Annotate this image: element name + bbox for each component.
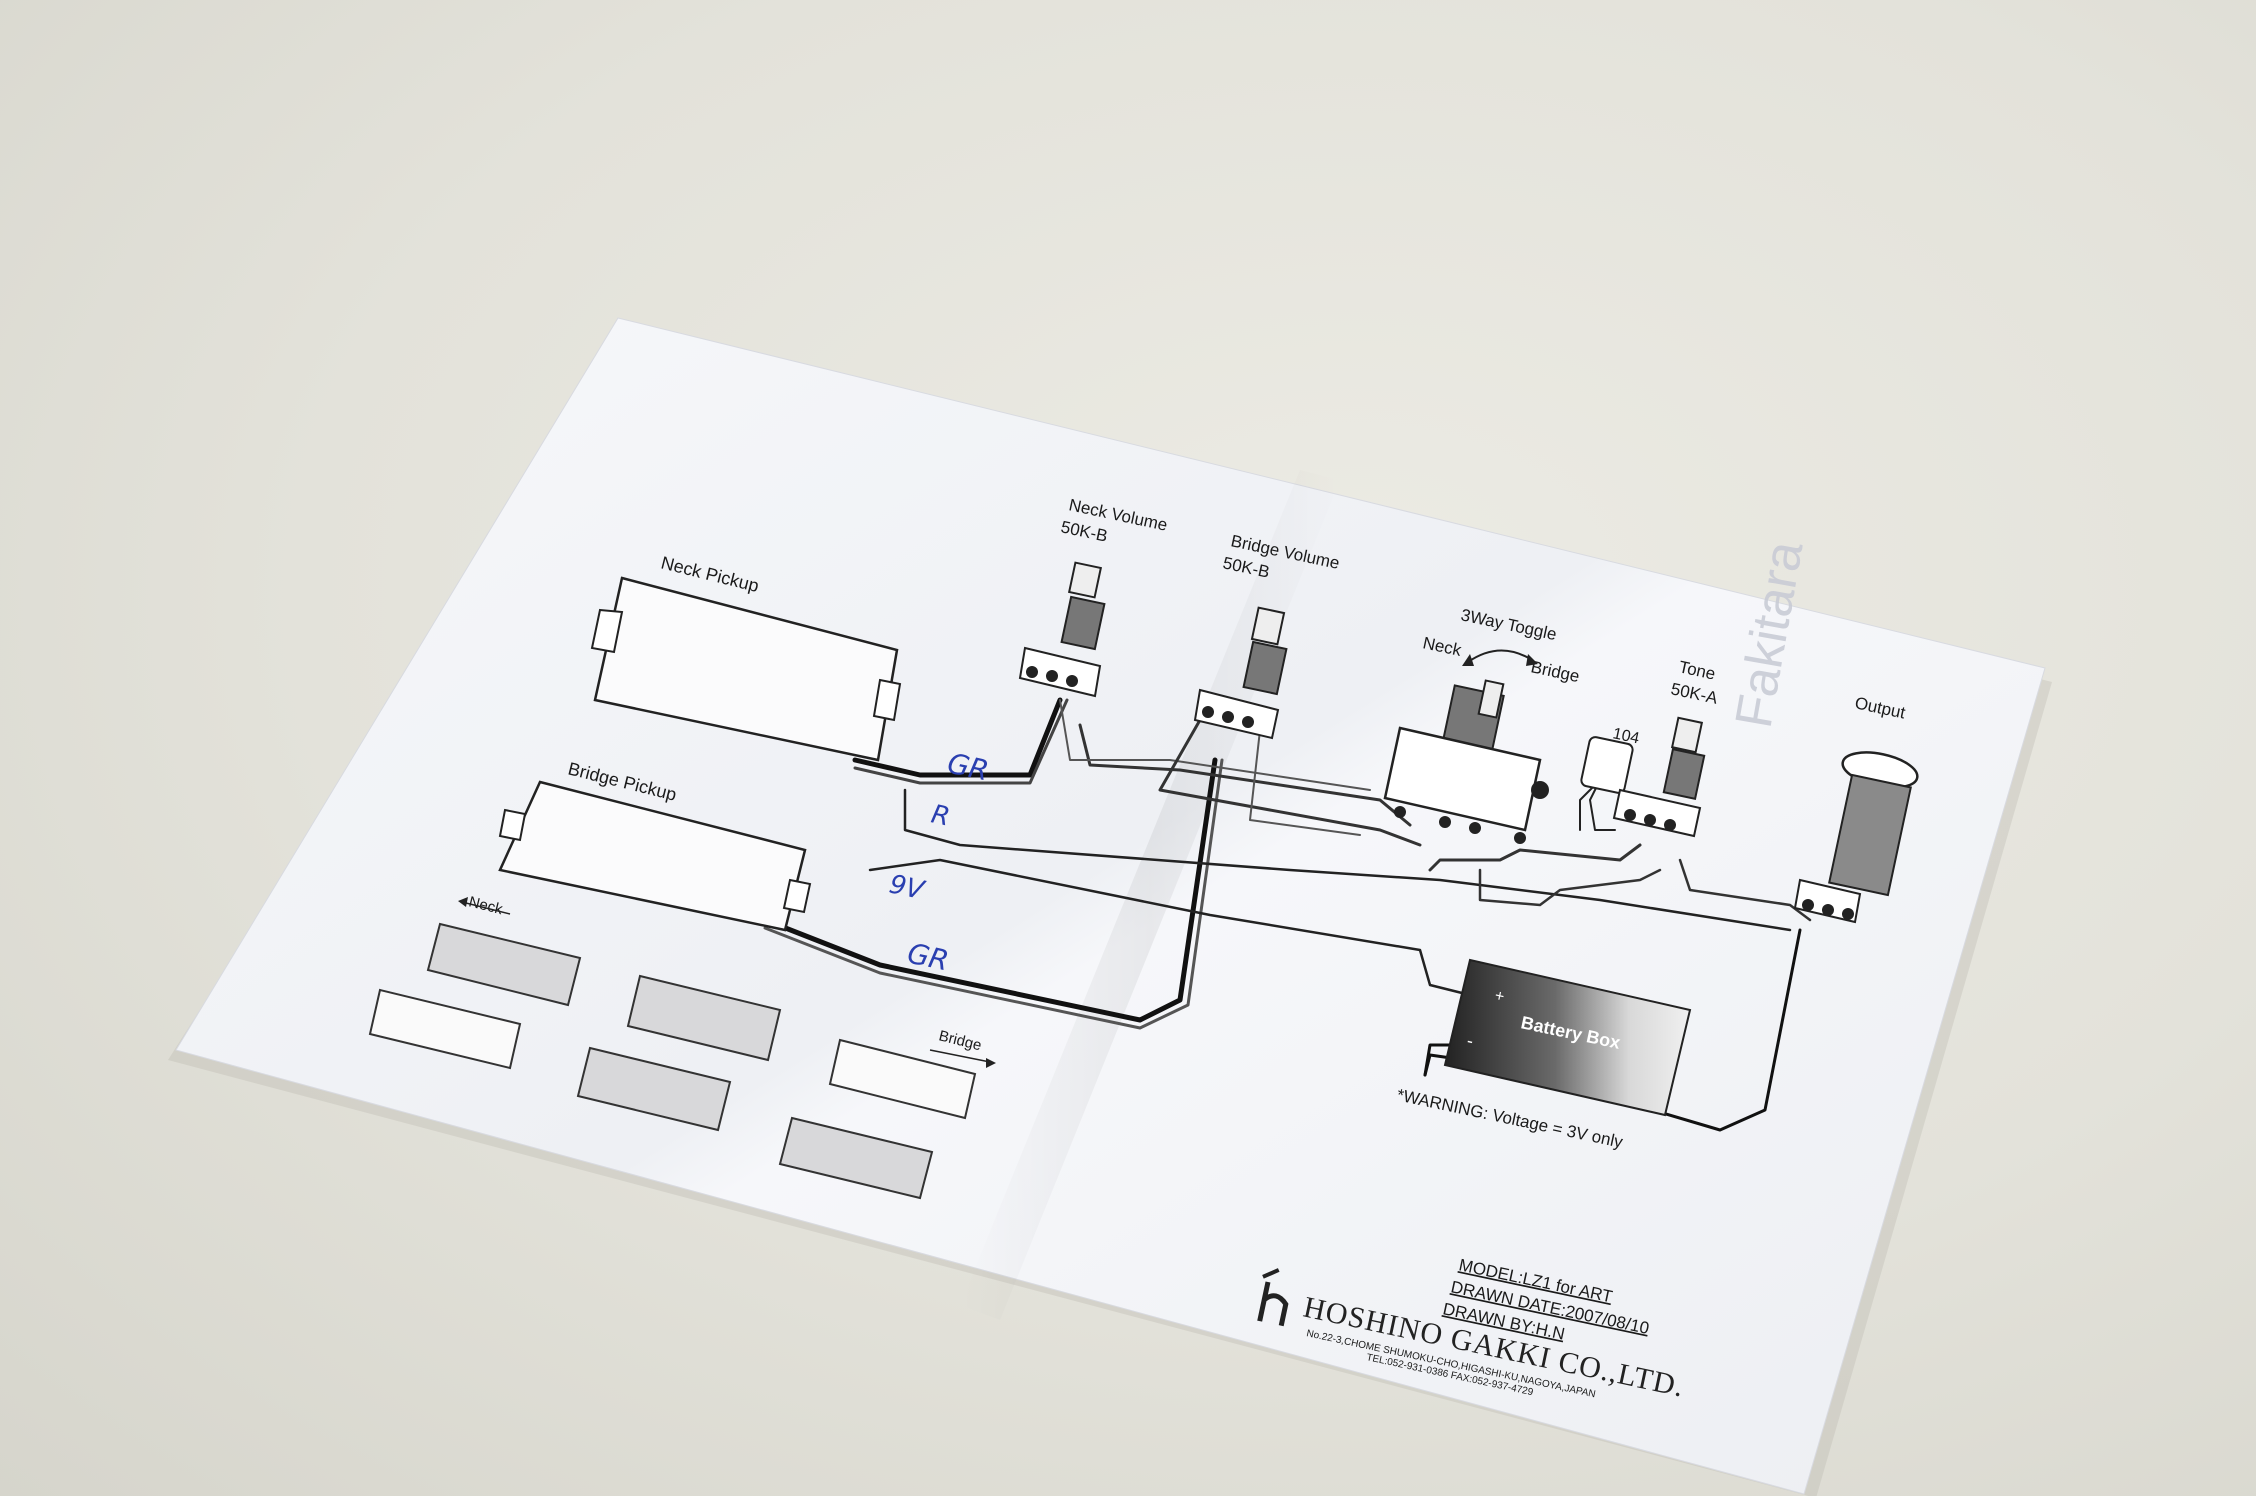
layout-pickup-4	[576, 1046, 732, 1132]
bridge-pickup	[498, 780, 812, 932]
layout-neck-arrow	[461, 901, 511, 915]
wiring	[762, 697, 1812, 1132]
toggle-arrowhead-left	[1462, 654, 1474, 666]
layout-pickup-3	[626, 974, 782, 1062]
layout-neck-arrowhead	[458, 897, 468, 907]
capacitor-label: 104	[1611, 725, 1641, 747]
handwritten-r: R	[929, 800, 953, 833]
layout-bridge-arrow	[929, 1049, 991, 1063]
battery-minus: -	[1465, 1030, 1475, 1051]
neck-volume-pot	[1018, 561, 1106, 698]
toggle-arrow	[1467, 649, 1533, 663]
tone-pot	[1612, 716, 1706, 838]
battery-box	[1443, 958, 1692, 1117]
layout-bridge-arrowhead	[986, 1058, 996, 1068]
layout-pickup-6	[778, 1116, 934, 1200]
layout-pickup-1	[426, 922, 582, 1007]
layout-pickup-2	[368, 988, 522, 1070]
layout-pickup-5	[828, 1038, 977, 1120]
hoshino-logo	[1257, 1268, 1289, 1327]
tone-capacitor	[1580, 736, 1634, 794]
three-way-toggle	[1383, 679, 1549, 844]
output-jack	[1793, 751, 1919, 924]
toggle-arrowhead-right	[1526, 654, 1538, 666]
neck-pickup	[590, 576, 902, 762]
battery-plus: +	[1493, 987, 1506, 1006]
bridge-volume-pot	[1193, 606, 1288, 740]
wiring-diagram-sheet	[175, 317, 2046, 1495]
